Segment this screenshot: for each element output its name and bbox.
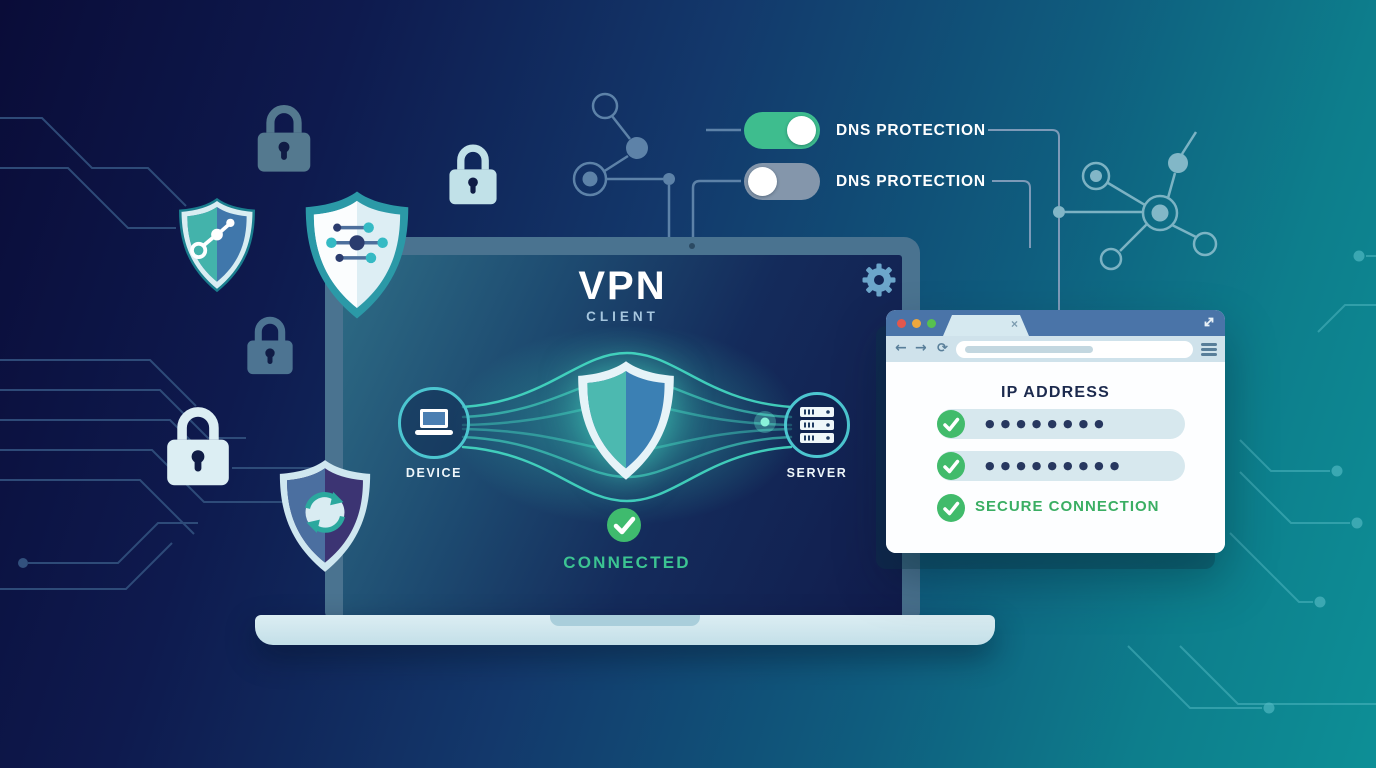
- app-subtitle: CLIENT: [586, 309, 659, 324]
- padlock-icon: [449, 144, 497, 205]
- browser-content: IP ADDRESS ●●●●●●●● ●●●●●●●●●: [886, 362, 1225, 553]
- camera-dot-icon: [689, 243, 695, 249]
- masked-ip-value: ●●●●●●●●: [985, 417, 1110, 430]
- shield-sync-icon: [279, 460, 371, 572]
- masked-ip-row: ●●●●●●●●●: [937, 451, 1185, 481]
- secure-connection-label: SECURE CONNECTION: [975, 498, 1160, 515]
- close-window-dot[interactable]: [897, 318, 906, 328]
- refresh-icon[interactable]: ⟳: [937, 341, 948, 356]
- address-bar[interactable]: [956, 340, 1193, 358]
- status-check-icon: [607, 508, 641, 542]
- browser-tab[interactable]: ×: [943, 315, 1029, 336]
- ip-address-heading: IP ADDRESS: [1001, 384, 1110, 401]
- device-label: DEVICE: [405, 466, 463, 480]
- masked-ip-row: ●●●●●●●●: [937, 409, 1185, 439]
- laptop: VPN CLIENT DEVICE: [255, 237, 995, 649]
- dns-toggle-label: DNS PROTECTION: [836, 122, 986, 139]
- check-icon: [937, 410, 965, 438]
- toggle-knob: [787, 116, 816, 145]
- dns-toggle-on[interactable]: [744, 112, 820, 149]
- shield-circuit-icon: [179, 197, 255, 293]
- gear-icon[interactable]: [862, 263, 896, 297]
- toggle-knob: [748, 167, 777, 196]
- tab-close-icon[interactable]: ×: [1010, 317, 1018, 331]
- dns-toggle-label: DNS PROTECTION: [836, 173, 986, 190]
- padlock-icon: [167, 407, 229, 486]
- browser-titlebar: ×: [886, 310, 1225, 336]
- browser-window: × ← → ⟳ IP ADDRESS: [886, 310, 1225, 553]
- laptop-base: [255, 615, 995, 645]
- browser-toolbar: ← → ⟳: [886, 336, 1225, 362]
- laptop-icon: [415, 409, 453, 435]
- menu-icon[interactable]: [1201, 343, 1217, 359]
- server-node: [784, 392, 850, 458]
- dns-toggle-off[interactable]: [744, 163, 820, 200]
- back-icon[interactable]: ←: [895, 340, 907, 356]
- check-icon: [937, 452, 965, 480]
- check-icon: [937, 494, 965, 522]
- laptop-notch: [550, 615, 700, 626]
- shield-circuit-icon: [305, 191, 409, 319]
- padlock-icon: [257, 105, 311, 172]
- expand-icon[interactable]: [1202, 315, 1216, 329]
- status-connected: CONNECTED: [563, 553, 691, 572]
- app-title: VPN: [578, 264, 667, 308]
- device-node: [398, 387, 470, 459]
- padlock-icon: [247, 316, 293, 375]
- forward-icon[interactable]: →: [915, 340, 927, 356]
- minimize-window-dot[interactable]: [912, 318, 921, 328]
- masked-ip-value: ●●●●●●●●●: [985, 459, 1126, 472]
- vpn-shield-icon: [578, 361, 674, 480]
- maximize-window-dot[interactable]: [927, 318, 936, 328]
- server-label: SERVER: [786, 466, 848, 480]
- url-placeholder-bar: [965, 346, 1093, 353]
- server-icon: [800, 407, 834, 443]
